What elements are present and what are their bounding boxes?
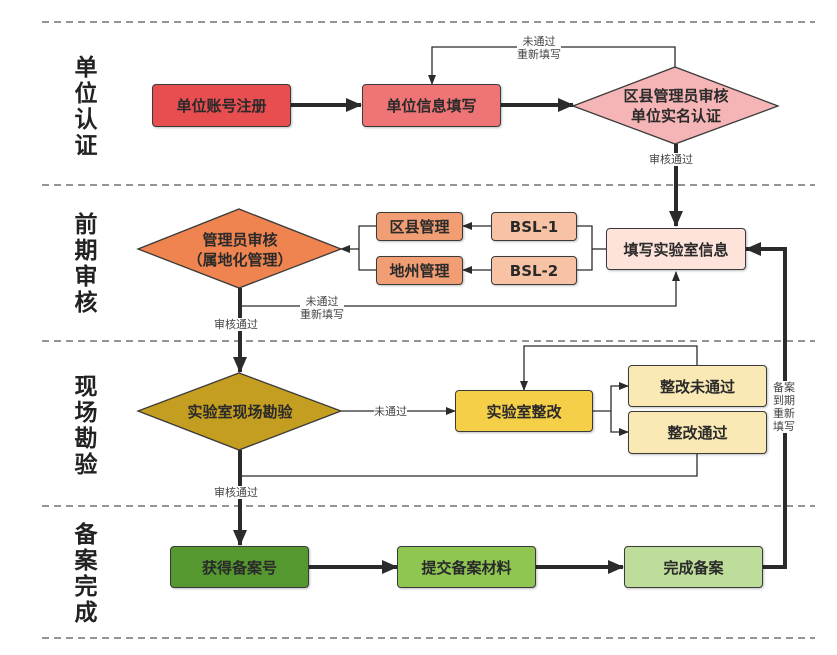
node-fill-lab-info[interactable]: 填写实验室信息 xyxy=(606,228,746,270)
site-inspection-text: 实验室现场勘验 xyxy=(165,400,315,424)
edge-label-unit-fail: 未通过重新填写 xyxy=(517,35,561,61)
node-submit-materials[interactable]: 提交备案材料 xyxy=(397,546,536,588)
text-line: 审 xyxy=(74,264,98,290)
text-line: 现 xyxy=(74,374,98,400)
text-line: 证 xyxy=(74,133,98,159)
lane-label-pre-review: 前期审核 xyxy=(66,212,106,316)
edge-label-admin-fail: 未通过重新填写 xyxy=(300,295,344,321)
edge-rectify-fail-loop xyxy=(520,345,698,391)
node-rectify-fail[interactable]: 整改未通过 xyxy=(628,365,767,407)
text-line: 期 xyxy=(74,238,98,264)
node-city-mgmt[interactable]: 地州管理 xyxy=(376,256,463,285)
text-line: 认 xyxy=(74,107,98,133)
edge-label-site-pass: 审核通过 xyxy=(214,486,258,499)
node-register[interactable]: 单位账号注册 xyxy=(152,84,291,127)
edge-label-site-fail: 未通过 xyxy=(374,405,407,418)
lane-label-unit-auth: 单位认证 xyxy=(66,55,106,159)
node-rectify[interactable]: 实验室整改 xyxy=(455,390,593,432)
text-line: 场 xyxy=(74,400,98,426)
text-line: 完 xyxy=(74,574,98,600)
edge-mgmt-merge xyxy=(358,225,376,271)
text-line: 验 xyxy=(74,452,98,478)
lane-label-site-inspection: 现场勘验 xyxy=(66,374,106,478)
text-line: 备 xyxy=(74,522,98,548)
node-rectify-pass[interactable]: 整改通过 xyxy=(628,411,767,454)
text-line: 案 xyxy=(74,548,98,574)
node-get-number[interactable]: 获得备案号 xyxy=(170,546,309,588)
admin-review-text: 管理员审核 （属地化管理） xyxy=(165,228,315,272)
edge-label-admin-pass: 审核通过 xyxy=(214,318,258,331)
edge-admin-fail-loop xyxy=(240,271,680,307)
text-line: 核 xyxy=(74,290,98,316)
text-line: 填写 xyxy=(773,420,795,433)
text-line: 未通过 xyxy=(305,295,339,308)
node-bsl1[interactable]: BSL-1 xyxy=(491,212,577,241)
admin-review-line1: 管理员审核 xyxy=(202,231,278,249)
text-line: 位 xyxy=(74,81,98,107)
edge-label-unit-pass: 审核通过 xyxy=(649,153,693,166)
text-line: 勘 xyxy=(74,426,98,452)
node-district-mgmt[interactable]: 区县管理 xyxy=(376,212,463,241)
edge-rectify-to-fail xyxy=(610,382,629,411)
text-line: 前 xyxy=(74,212,98,238)
edge-label-expire: 备案到期重新填写 xyxy=(770,381,798,433)
node-complete[interactable]: 完成备案 xyxy=(624,546,763,588)
node-bsl2[interactable]: BSL-2 xyxy=(491,256,577,285)
admin-review-line2: （属地化管理） xyxy=(187,251,293,269)
edge-branch-bsl xyxy=(576,225,593,271)
district-review-line2: 单位实名认证 xyxy=(630,107,721,125)
node-fill-unit-info[interactable]: 单位信息填写 xyxy=(362,84,501,127)
text-line: 备案 xyxy=(773,381,795,394)
lane-label-filing-complete: 备案完成 xyxy=(66,522,106,626)
edge-rectify-pass-return xyxy=(240,454,698,477)
text-line: 重新填写 xyxy=(300,308,344,321)
text-line: 重新 xyxy=(773,407,795,420)
text-line: 未通过 xyxy=(522,35,556,48)
district-review-line1: 区县管理员审核 xyxy=(623,87,729,105)
text-line: 重新填写 xyxy=(517,48,561,61)
district-review-text: 区县管理员审核 单位实名认证 xyxy=(593,84,759,128)
text-line: 成 xyxy=(74,600,98,626)
text-line: 到期 xyxy=(773,394,795,407)
edge-rectify-to-pass xyxy=(610,411,629,436)
text-line: 单 xyxy=(74,55,98,81)
lane-dividers xyxy=(42,21,815,639)
site-inspection-label: 实验室现场勘验 xyxy=(187,403,293,421)
